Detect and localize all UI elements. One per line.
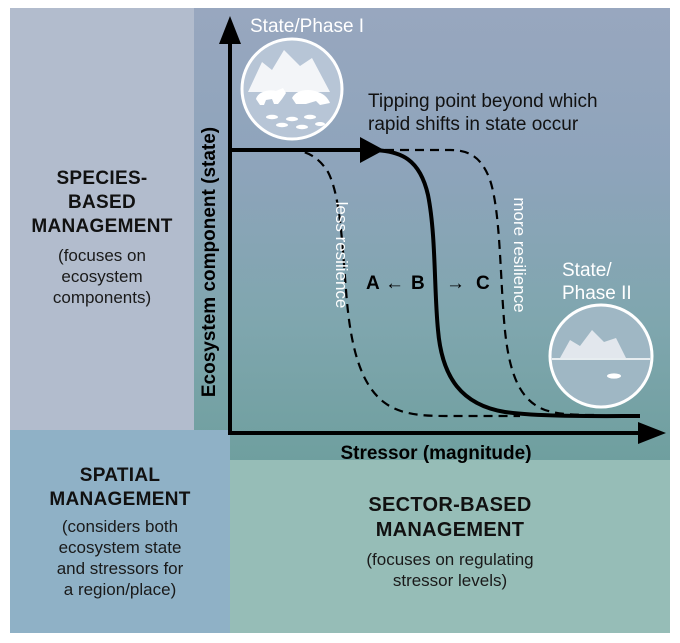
more-resilience-label: more resilience [510,197,529,312]
iceberg-icon [248,50,330,92]
less-resilience-curve [289,148,520,418]
state-phase-1-illustration [240,37,344,141]
walrus-icon [292,90,330,105]
fish-icon [607,373,621,379]
label-c: C [476,273,490,294]
small-island-icon [560,330,626,358]
spatial-management-panel [10,430,230,633]
y-axis-label: Ecosystem component (state) [199,127,220,397]
species-management-panel [10,8,194,430]
tipping-point-arrowhead [360,137,384,163]
label-b: B [411,273,425,294]
resilience-shift-labels: A ← B → C [366,273,490,294]
sector-management-panel [230,460,670,633]
fish-icon [266,114,325,130]
more-resilience-curve [385,148,601,417]
polar-bear-icon [256,88,286,105]
less-resilience-label: less resilience [332,202,351,309]
x-axis-label: Stressor (magnitude) [340,443,531,464]
arrow-left-icon: ← [385,273,404,294]
label-a: A [366,273,380,294]
main-state-curve [232,148,641,419]
state-phase-1-label: State/Phase I [250,16,364,37]
y-axis [219,16,241,435]
state-phase-2-illustration [548,303,654,409]
state-phase-2-label: State/Phase II [562,260,632,304]
x-axis [228,422,666,444]
arrow-right-icon: → [446,273,465,294]
